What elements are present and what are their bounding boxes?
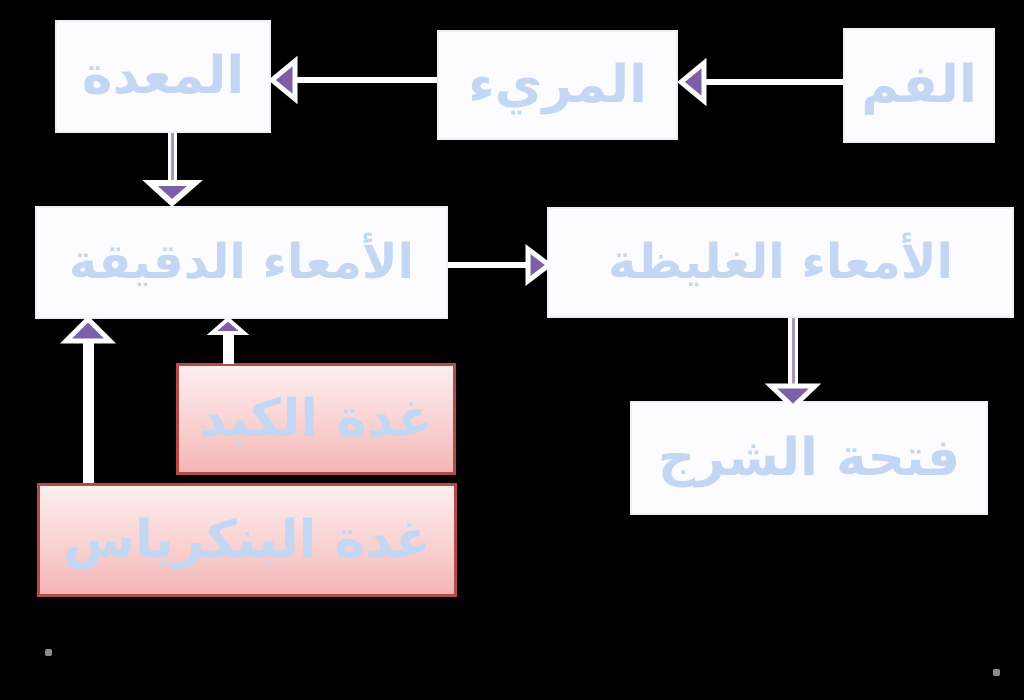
node-liver-gland: غدة الكبد xyxy=(176,363,456,475)
node-anus-label: فتحة الشرج xyxy=(657,427,961,488)
node-stomach-label: المعدة xyxy=(81,46,245,107)
arrow-stomach-to-small-intestine-icon xyxy=(142,133,204,208)
node-small-intestine-label: الأمعاء الدقيقة xyxy=(68,234,415,291)
arrow-liver-to-small-intestine-icon xyxy=(206,316,250,364)
node-pancreas-gland: غدة البنكرياس xyxy=(37,483,457,597)
node-small-intestine: الأمعاء الدقيقة xyxy=(35,206,448,319)
node-esophagus-label: المريء xyxy=(468,54,647,115)
gray-speck-left xyxy=(45,649,52,656)
arrow-pancreas-to-small-intestine-icon xyxy=(59,315,117,483)
arrow-esophagus-to-stomach-icon xyxy=(268,55,437,105)
node-pancreas-gland-label: غدة البنكرياس xyxy=(63,509,431,570)
node-large-intestine: الأمعاء الغليظة xyxy=(547,207,1014,318)
node-anus: فتحة الشرج xyxy=(630,401,988,515)
gray-speck-right xyxy=(993,669,1000,676)
arrow-mouth-to-esophagus-icon xyxy=(677,57,843,107)
node-large-intestine-label: الأمعاء الغليظة xyxy=(608,234,953,291)
node-mouth: الفم xyxy=(843,28,995,143)
node-esophagus: المريء xyxy=(437,30,678,140)
node-stomach: المعدة xyxy=(55,20,271,133)
arrow-large-intestine-to-anus-icon xyxy=(764,318,822,411)
arrow-small-to-large-intestine-icon xyxy=(448,243,554,287)
node-mouth-label: الفم xyxy=(861,55,977,116)
node-liver-gland-label: غدة الكبد xyxy=(199,388,433,449)
